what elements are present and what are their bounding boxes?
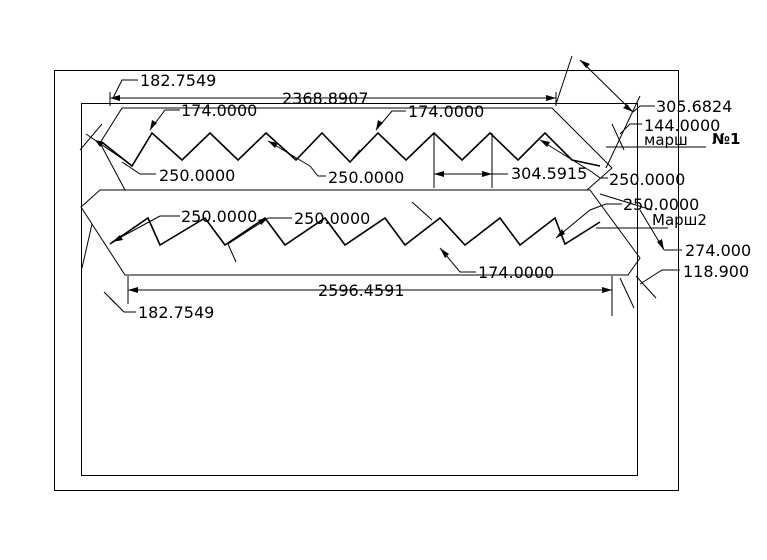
ext-line-top-right-1: [555, 55, 573, 105]
tick-bottom-tread: [411, 201, 433, 221]
ext-line-top-right-2: [605, 95, 641, 169]
flight-1-label-word: марш: [644, 131, 688, 149]
arrow-top-riser-right: [540, 140, 550, 147]
arrow-top-tread-right: [376, 120, 383, 130]
flight-1-steps: [102, 131, 601, 168]
dim-top-riser-mid: 250.0000: [328, 168, 404, 187]
arrow-bottom-riser-left: [112, 235, 123, 242]
dim-top-tread-right: 174.0000: [408, 102, 484, 121]
leader-top-riser-right: [591, 171, 608, 179]
flight-2-label: Марш2: [652, 211, 707, 229]
arrow-top-riser-left: [95, 140, 104, 147]
ext-line-bottom-right-1: [599, 193, 653, 211]
arrow-bottom-right-diagonal: [657, 239, 664, 250]
dim-bottom-riser-mid: 250.0000: [294, 209, 370, 228]
leader-top-riser-mid: [309, 165, 326, 177]
dim-bottom-riser-left: 250.0000: [181, 207, 257, 226]
tick-bottom-riser-mid: [227, 243, 237, 263]
leader-top-right-height: [619, 123, 642, 135]
dim-bottom-right-diagonal: 274.000: [685, 241, 751, 260]
leader-bottom-left-offset: [109, 297, 136, 313]
flight-2-outline: [80, 189, 641, 276]
arrow-top-total-left: [110, 95, 120, 101]
arrow-bottom-total-left: [128, 287, 138, 293]
dim-top-right-height: 144.0000: [644, 116, 720, 135]
arrow-top-riser-mid: [268, 141, 278, 148]
arrow-top-right-1: [580, 60, 590, 68]
dim-bottom-tread: 174.0000: [478, 263, 554, 282]
dim-line-top-riser-left: [85, 133, 131, 165]
ext-line-bottom-riser-left: [81, 223, 93, 269]
leader-top-tread-left: [149, 109, 180, 131]
arrow-bottom-tread: [440, 248, 449, 258]
inner-frame: [81, 103, 638, 476]
dim-top-gap: 304.5915: [511, 164, 587, 183]
tick-top-riser-mid: [349, 149, 361, 163]
ext-line-bottom-right-edge: [619, 277, 635, 309]
dim-top-riser-left: 250.0000: [159, 166, 235, 185]
arrow-bottom-total-right: [602, 287, 612, 293]
arrow-top-tread-left: [150, 120, 157, 130]
arrow-top-total-right: [546, 95, 556, 101]
ext-line-top-riser-left: [79, 123, 103, 151]
dim-line-top-riser-right: [539, 139, 593, 173]
dim-top-total-length: 2368.8907: [282, 89, 369, 108]
leader-top-riser-left: [121, 161, 156, 175]
leader-top-right-diagonal: [632, 105, 655, 113]
dim-bottom-left-offset: 182.7549: [138, 303, 214, 322]
outer-frame: [54, 70, 679, 491]
dim-bottom-right-height: 118.900: [683, 262, 749, 281]
dim-top-right-diagonal: 305.6824: [656, 97, 732, 116]
dim-top-left-offset: 182.7549: [140, 71, 216, 90]
dim-bottom-total-length: 2596.4591: [318, 281, 405, 300]
arrow-bottom-riser-mid: [258, 218, 268, 225]
arrow-bottom-riser-right: [556, 229, 565, 238]
leader-bottom-right-height: [639, 269, 680, 285]
flight-2-steps: [109, 216, 601, 247]
arrow-top-gap-right: [482, 171, 492, 177]
leader-top-left-offset: [112, 79, 138, 99]
leader-bottom-riser-right: [555, 203, 622, 239]
arrow-top-right-2: [623, 104, 633, 112]
dim-top-riser-right: 250.0000: [609, 170, 685, 189]
dim-top-tread-left: 174.0000: [181, 101, 257, 120]
dim-bottom-riser-right: 250.0000: [623, 195, 699, 214]
arrow-top-gap-left: [434, 171, 444, 177]
dim-line-top-right-diagonal: [579, 59, 634, 113]
dim-line-bottom-right-height: [635, 275, 657, 299]
leader-top-tread-right: [375, 110, 406, 131]
flight-1-label-number: №1: [712, 130, 740, 148]
dim-line-top-right-height: [611, 123, 625, 151]
